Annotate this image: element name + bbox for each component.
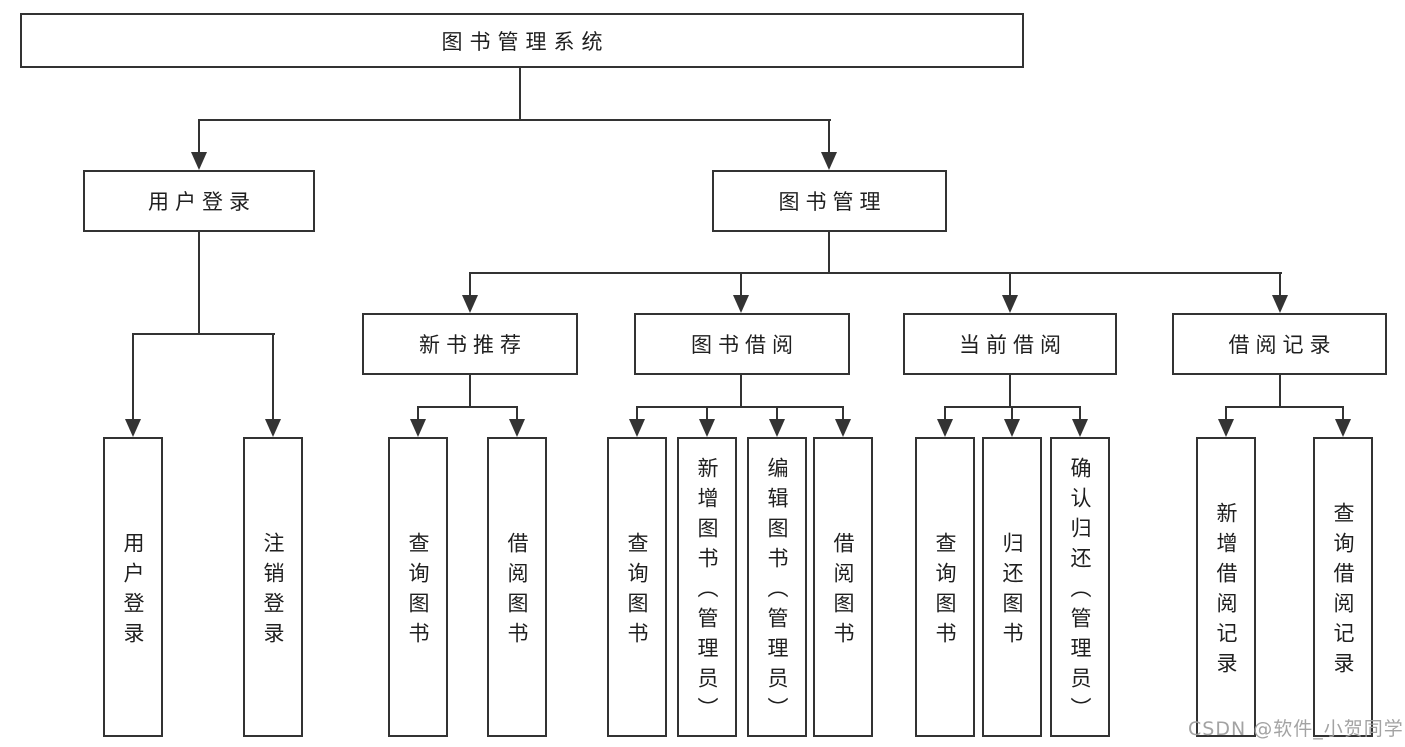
connector-line [132,333,134,421]
connector-line [1279,375,1281,408]
leaf-borrow-books-recommend: 借阅图书 [487,437,547,737]
leaf-query-books-current: 查询图书 [915,437,975,737]
node-borrowing-records-label: 借阅记录 [1228,333,1337,357]
leaf-edit-book-admin-label: 编辑图书（管理员） [765,456,790,727]
connector-line [828,232,830,274]
leaf-borrow-books-borrow: 借阅图书 [813,437,873,737]
node-current-borrowing-label: 当前借阅 [959,333,1067,357]
arrow-down-icon [1272,295,1288,313]
connector-line [516,406,518,420]
connector-line [198,119,200,154]
connector-line [1225,406,1227,420]
connector-line [272,333,274,421]
leaf-return-book: 归还图书 [982,437,1042,737]
leaf-add-book-admin-label: 新增图书（管理员） [695,456,720,727]
arrow-down-icon [699,419,715,437]
leaf-query-books-current-label: 查询图书 [933,531,958,652]
leaf-query-books-recommend-label: 查询图书 [406,531,431,652]
arrow-down-icon [937,419,953,437]
connector-line [1279,272,1281,296]
connector-line [1009,272,1011,296]
arrow-down-icon [191,152,207,170]
connector-line [1079,406,1081,420]
connector-line [1225,406,1344,408]
leaf-query-books-borrow-label: 查询图书 [625,531,650,652]
node-book-management-label: 图书管理 [778,190,887,214]
leaf-query-books-recommend: 查询图书 [388,437,448,737]
arrow-down-icon [410,419,426,437]
connector-line [636,406,844,408]
leaf-query-books-borrow: 查询图书 [607,437,667,737]
connector-line [740,272,742,296]
connector-line [417,406,419,420]
connector-line [198,119,831,121]
arrow-down-icon [462,295,478,313]
arrow-down-icon [769,419,785,437]
connector-line [1011,406,1013,420]
node-root-label: 图书管理系统 [441,29,610,54]
leaf-borrow-books-recommend-label: 借阅图书 [505,531,530,652]
leaf-confirm-return-admin: 确认归还（管理员） [1050,437,1110,737]
arrow-down-icon [1002,295,1018,313]
connector-line [1342,406,1344,420]
connector-line [469,272,1282,274]
connector-line [198,232,200,335]
leaf-add-book-admin: 新增图书（管理员） [677,437,737,737]
connector-line [706,406,708,420]
connector-line [469,272,471,296]
leaf-logout-label: 注销登录 [261,531,286,652]
arrow-down-icon [1335,419,1351,437]
leaf-user-login-label: 用户登录 [121,531,146,652]
arrow-down-icon [629,419,645,437]
connector-line [469,375,471,408]
node-borrowing-records: 借阅记录 [1172,313,1387,375]
arrow-down-icon [1218,419,1234,437]
connector-line [132,333,275,335]
connector-line [776,406,778,420]
node-current-borrowing: 当前借阅 [903,313,1117,375]
leaf-return-book-label: 归还图书 [1000,531,1025,652]
connector-line [828,119,830,154]
connector-line [740,375,742,408]
leaf-user-login: 用户登录 [103,437,163,737]
node-user-login-label: 用户登录 [148,190,256,214]
leaf-add-borrow-record-label: 新增借阅记录 [1214,501,1239,682]
connector-line [1009,375,1011,408]
csdn-watermark: CSDN @软件_小贺同学 [1188,718,1404,740]
connector-line [636,406,638,420]
leaf-add-borrow-record: 新增借阅记录 [1196,437,1256,737]
node-root: 图书管理系统 [20,13,1024,68]
arrow-down-icon [835,419,851,437]
connector-line [519,68,521,120]
connector-line [944,406,946,420]
arrow-down-icon [125,419,141,437]
leaf-query-borrow-record-label: 查询借阅记录 [1331,501,1356,682]
connector-line [417,406,518,408]
leaf-confirm-return-admin-label: 确认归还（管理员） [1068,456,1093,727]
leaf-query-borrow-record: 查询借阅记录 [1313,437,1373,737]
arrow-down-icon [265,419,281,437]
leaf-edit-book-admin: 编辑图书（管理员） [747,437,807,737]
arrow-down-icon [733,295,749,313]
arrow-down-icon [509,419,525,437]
node-user-login: 用户登录 [83,170,315,232]
arrow-down-icon [821,152,837,170]
node-new-book-recommend: 新书推荐 [362,313,578,375]
arrow-down-icon [1072,419,1088,437]
node-book-borrowing: 图书借阅 [634,313,850,375]
leaf-logout: 注销登录 [243,437,303,737]
leaf-borrow-books-borrow-label: 借阅图书 [831,531,856,652]
node-new-book-recommend-label: 新书推荐 [419,333,527,357]
node-book-management: 图书管理 [712,170,947,232]
arrow-down-icon [1004,419,1020,437]
node-book-borrowing-label: 图书借阅 [691,333,799,357]
connector-line [842,406,844,420]
